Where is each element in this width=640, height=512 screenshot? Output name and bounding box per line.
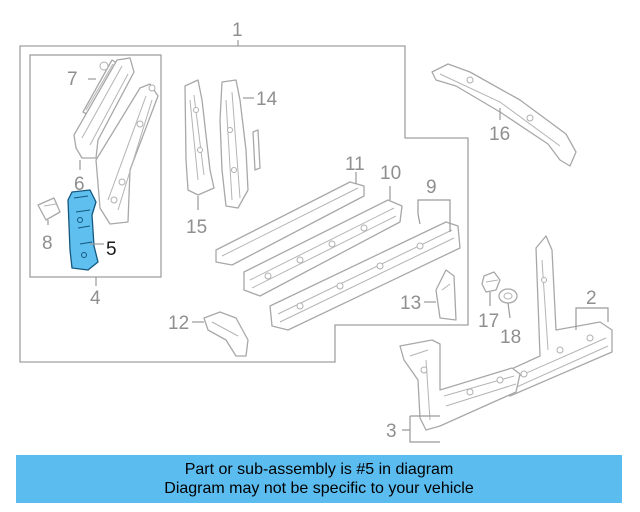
callout-13: 13: [400, 293, 421, 314]
callout-1: 1: [232, 20, 243, 41]
callout-2: 2: [586, 288, 597, 309]
callout-18: 18: [500, 327, 521, 348]
callout-6: 6: [74, 174, 85, 195]
part-12: [203, 311, 249, 357]
part-18: [498, 288, 518, 304]
part-6: [73, 57, 159, 225]
callout-9: 9: [426, 177, 437, 198]
banner-line-1: Part or sub-assembly is #5 in diagram: [184, 461, 454, 478]
callout-12: 12: [168, 313, 189, 334]
leader-2: [575, 307, 609, 330]
callout-3: 3: [386, 421, 397, 442]
callout-15: 15: [186, 217, 207, 238]
callout-7: 7: [67, 69, 78, 90]
leader-18: [507, 302, 511, 319]
part-16: [431, 63, 577, 167]
callout-17: 17: [478, 311, 499, 332]
callout-16: 16: [489, 124, 510, 145]
part-5-highlight: [67, 189, 99, 271]
parts-diagram: 1 2 3 4 5 6 7 8 9 10 11 12 13 14 15 16 1…: [19, 20, 613, 443]
callout-5: 5: [106, 239, 117, 260]
part-3: [399, 339, 521, 431]
leader-3: [402, 415, 440, 443]
callout-8: 8: [42, 233, 53, 254]
part-14: [219, 79, 261, 209]
part-13: [435, 269, 457, 321]
part-info-banner: Part or sub-assembly is #5 in diagram Di…: [16, 455, 622, 503]
part-8: [37, 197, 61, 221]
part-17: [481, 271, 501, 293]
callout-4: 4: [90, 288, 101, 309]
part-11: [215, 181, 365, 266]
leader-9: [417, 199, 451, 232]
part-10: [243, 199, 403, 297]
part-9: [269, 221, 461, 331]
part-15: [184, 79, 215, 196]
banner-line-2: Diagram may not be specific to your vehi…: [164, 480, 474, 497]
assembly-outline-1: [19, 45, 469, 363]
callout-10: 10: [380, 163, 401, 184]
callout-14: 14: [256, 89, 278, 110]
callout-11: 11: [345, 154, 365, 175]
